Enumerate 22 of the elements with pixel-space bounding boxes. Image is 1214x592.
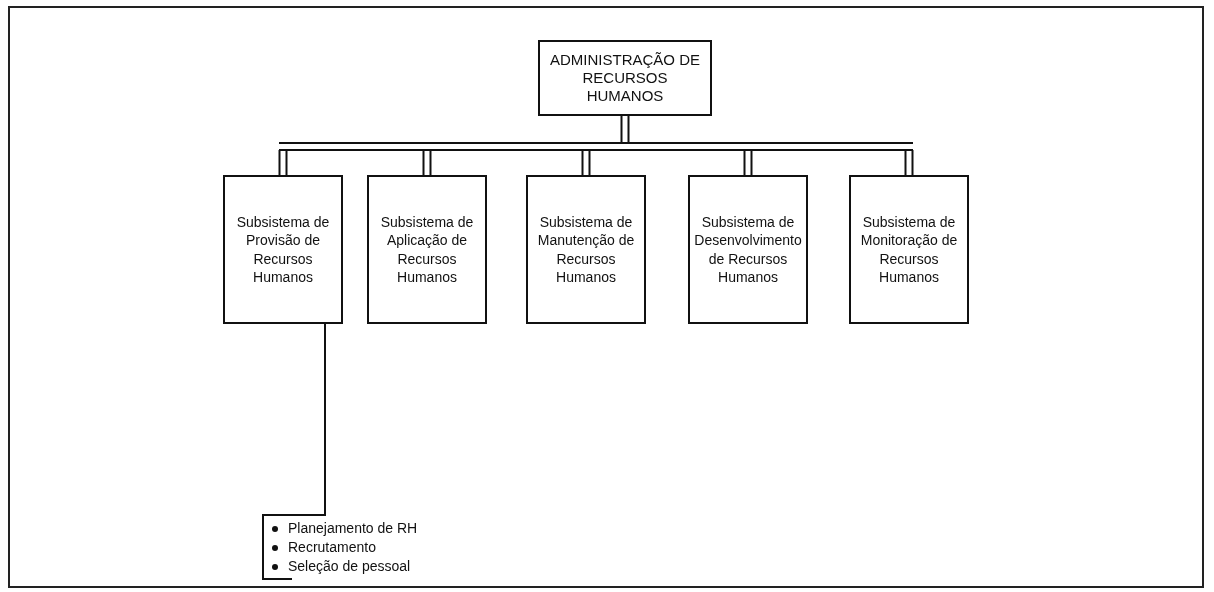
subsystem-box (223, 175, 343, 324)
box-text: ADMINISTRAÇÃO DE RECURSOS HUMANOS (550, 51, 700, 105)
subsystem-box (526, 175, 646, 324)
list-item: Seleção de pessoal (270, 558, 411, 574)
double-connector-line (581, 150, 591, 176)
double-connector-line (422, 150, 432, 176)
box-text: Subsistema de Desenvolvimento de Recursos Humanos (693, 213, 803, 286)
double-connector-line (278, 150, 288, 176)
subsystem-box (688, 175, 808, 324)
subsystem-box (367, 175, 487, 324)
box-text: Subsistema de Aplicação de Recursos Humanos (379, 213, 475, 286)
subsystem-box (849, 175, 969, 324)
list-item: Planejamento de RH (270, 520, 418, 536)
box-text: Subsistema de Monitoração de Recursos Humanos (859, 213, 959, 286)
double-connector-line (743, 150, 753, 176)
double-connector-line (620, 115, 630, 143)
list-item: Recrutamento (270, 539, 376, 555)
box-text: Subsistema de Manutenção de Recursos Humanos (536, 213, 636, 286)
box-text: Subsistema de Provisão de Recursos Humanos (235, 213, 331, 286)
title-box (538, 40, 712, 116)
double-connector-line (904, 150, 914, 176)
connector-line (262, 323, 326, 516)
